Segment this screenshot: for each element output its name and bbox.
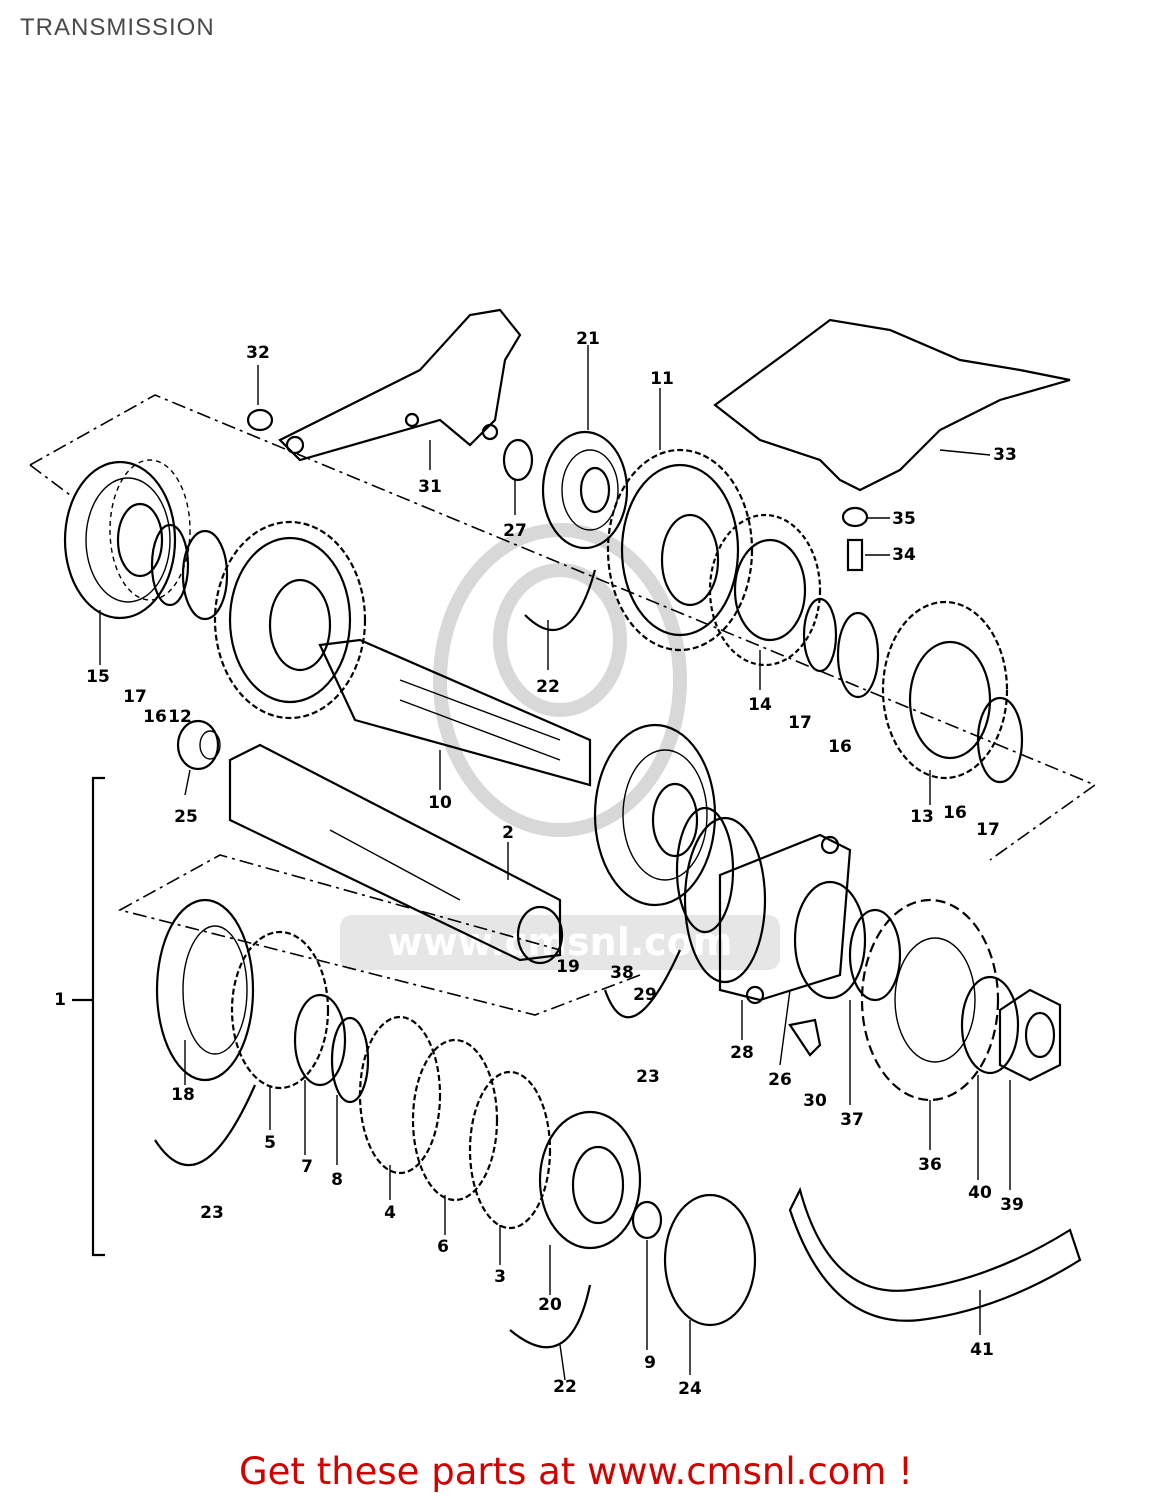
chain-guide-33 xyxy=(713,318,1071,492)
callout-2: 2 xyxy=(502,823,514,843)
callout-15: 15 xyxy=(86,667,110,687)
circlip-22-upper xyxy=(524,569,597,632)
engine-sprocket-36 xyxy=(860,898,1000,1102)
callout-3: 3 xyxy=(494,1267,506,1287)
gear-6 xyxy=(411,1038,499,1202)
callout-14: 14 xyxy=(748,695,772,715)
callout-23a: 23 xyxy=(200,1203,224,1223)
bearing-18 xyxy=(155,898,255,1082)
callout-22b: 22 xyxy=(553,1377,577,1397)
circlip-17-right xyxy=(976,696,1024,784)
o-ring-24 xyxy=(663,1193,757,1327)
gear-14 xyxy=(708,513,822,667)
callout-17c: 17 xyxy=(976,820,1000,840)
circlip-8 xyxy=(330,1016,370,1104)
gear-4 xyxy=(358,1015,442,1175)
bushing-25 xyxy=(176,719,221,771)
callout-20: 20 xyxy=(538,1295,562,1315)
leader-lines xyxy=(99,345,1011,1381)
countershaft-10 xyxy=(318,638,592,787)
callout-6: 6 xyxy=(437,1237,449,1257)
callout-31: 31 xyxy=(418,477,442,497)
callout-23b: 23 xyxy=(636,1067,660,1087)
circlip-22-lower xyxy=(509,1284,592,1349)
bearing-20 xyxy=(538,1110,642,1250)
gear-11 xyxy=(606,448,754,652)
callout-40: 40 xyxy=(968,1183,992,1203)
circlip-29 xyxy=(683,816,767,984)
callout-17a: 17 xyxy=(123,687,147,707)
callout-27: 27 xyxy=(503,521,527,541)
transmission-exploded-diagram: www.cmsnl.com xyxy=(29,308,1097,1399)
diagram-title: TRANSMISSION xyxy=(20,14,215,41)
oil-seal-26 xyxy=(793,880,867,1000)
callout-35: 35 xyxy=(892,509,916,529)
washer-16-left xyxy=(181,529,229,621)
circlip-23-mid xyxy=(603,949,682,1019)
callout-22a: 22 xyxy=(536,677,560,697)
callout-21: 21 xyxy=(576,329,600,349)
callout-4: 4 xyxy=(384,1203,396,1223)
washer-7 xyxy=(293,993,347,1087)
callout-33: 33 xyxy=(993,445,1017,465)
callout-18: 18 xyxy=(171,1085,195,1105)
circlip-17-mid xyxy=(802,597,838,673)
callout-29: 29 xyxy=(633,985,657,1005)
callout-9: 9 xyxy=(644,1353,656,1373)
promo-link-text[interactable]: Get these parts at www.cmsnl.com ! xyxy=(238,1450,913,1493)
nut-39 xyxy=(998,988,1062,1082)
bearing-19 xyxy=(593,723,717,907)
drive-shaft-2 xyxy=(228,743,564,965)
bushing-27 xyxy=(502,438,534,482)
callout-34: 34 xyxy=(892,545,916,565)
callout-16b: 16 xyxy=(828,737,852,757)
callout-26: 26 xyxy=(768,1070,792,1090)
washer-16-mid xyxy=(836,611,880,699)
screw-30 xyxy=(788,1018,822,1057)
assembly-outlines xyxy=(29,394,1097,1016)
callout-38: 38 xyxy=(610,963,634,983)
neutral-switch-bracket-31 xyxy=(278,308,522,462)
callout-36: 36 xyxy=(918,1155,942,1175)
callout-7: 7 xyxy=(301,1157,313,1177)
callout-41: 41 xyxy=(970,1340,994,1360)
retainer-28 xyxy=(718,833,852,1005)
callout-28: 28 xyxy=(730,1043,754,1063)
callout-37: 37 xyxy=(840,1110,864,1130)
gear-5 xyxy=(230,930,330,1090)
callout-1: 1 xyxy=(54,990,66,1010)
callout-12: 12 xyxy=(168,707,192,727)
callout-10: 10 xyxy=(428,793,452,813)
gear-12 xyxy=(213,520,367,720)
gear-13 xyxy=(881,600,1009,780)
callout-8: 8 xyxy=(331,1170,343,1190)
circlip-17-left xyxy=(150,523,190,607)
bolt-34 xyxy=(846,538,864,572)
spacer-37 xyxy=(848,908,902,1002)
callout-17b: 17 xyxy=(788,713,812,733)
callout-16a: 16 xyxy=(143,707,167,727)
callout-19: 19 xyxy=(556,957,580,977)
pin-9 xyxy=(631,1200,663,1240)
assembly-bracket xyxy=(72,776,105,1257)
callout-30: 30 xyxy=(803,1091,827,1111)
callout-24: 24 xyxy=(678,1379,702,1399)
drive-chain-41 xyxy=(788,1186,1082,1322)
gear-3 xyxy=(468,1070,552,1230)
callout-39: 39 xyxy=(1000,1195,1024,1215)
callout-13: 13 xyxy=(910,807,934,827)
lock-washer-40 xyxy=(960,975,1020,1075)
countershaft-gear-15 xyxy=(63,459,191,620)
circlip-23-left xyxy=(154,1084,257,1167)
nut-35 xyxy=(841,506,869,528)
callout-25: 25 xyxy=(174,807,198,827)
callout-labels: 1 2 3 4 5 6 7 8 9 10 11 12 13 14 15 16 1… xyxy=(54,329,1024,1399)
callout-11: 11 xyxy=(650,369,674,389)
callout-5: 5 xyxy=(264,1133,276,1153)
screw-32 xyxy=(246,408,274,432)
bearing-21 xyxy=(541,430,629,550)
callout-32: 32 xyxy=(246,343,270,363)
callout-16c: 16 xyxy=(943,803,967,823)
